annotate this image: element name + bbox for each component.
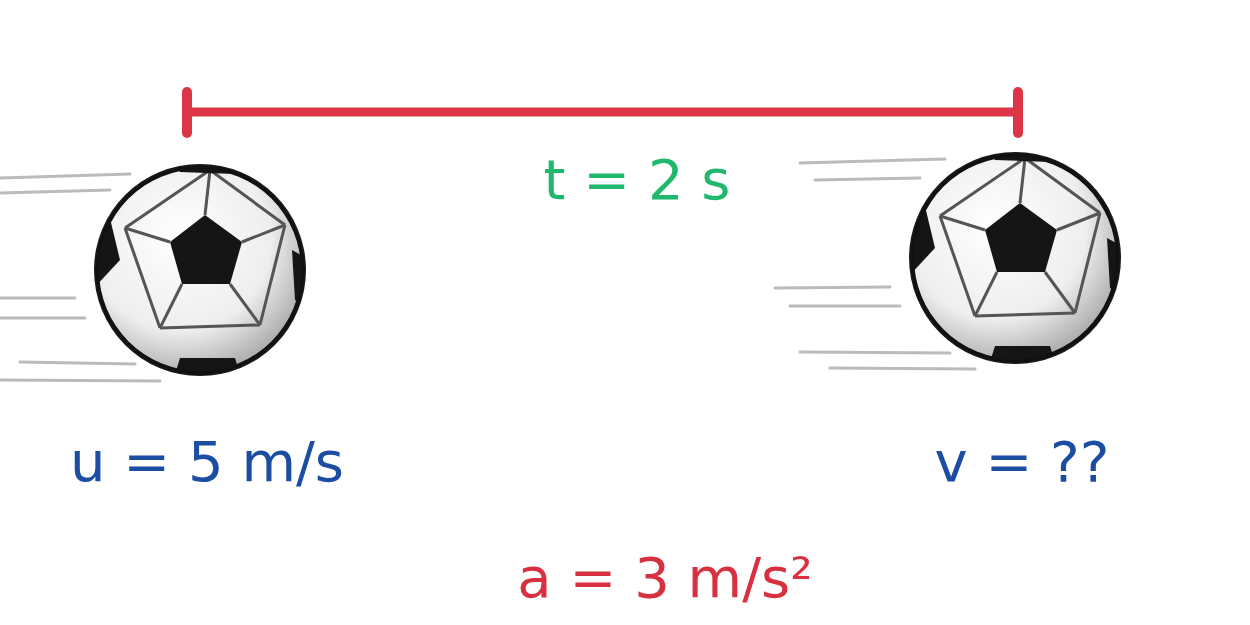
soccer-ball xyxy=(905,148,1125,378)
time-bracket xyxy=(187,92,1018,133)
acceleration-label: a = 3 m/s² xyxy=(517,547,812,609)
time-label: t = 2 s xyxy=(543,149,730,211)
soccer-ball xyxy=(90,160,310,390)
initial-velocity-label: u = 5 m/s xyxy=(70,431,344,493)
final-velocity-label: v = ?? xyxy=(934,431,1109,493)
